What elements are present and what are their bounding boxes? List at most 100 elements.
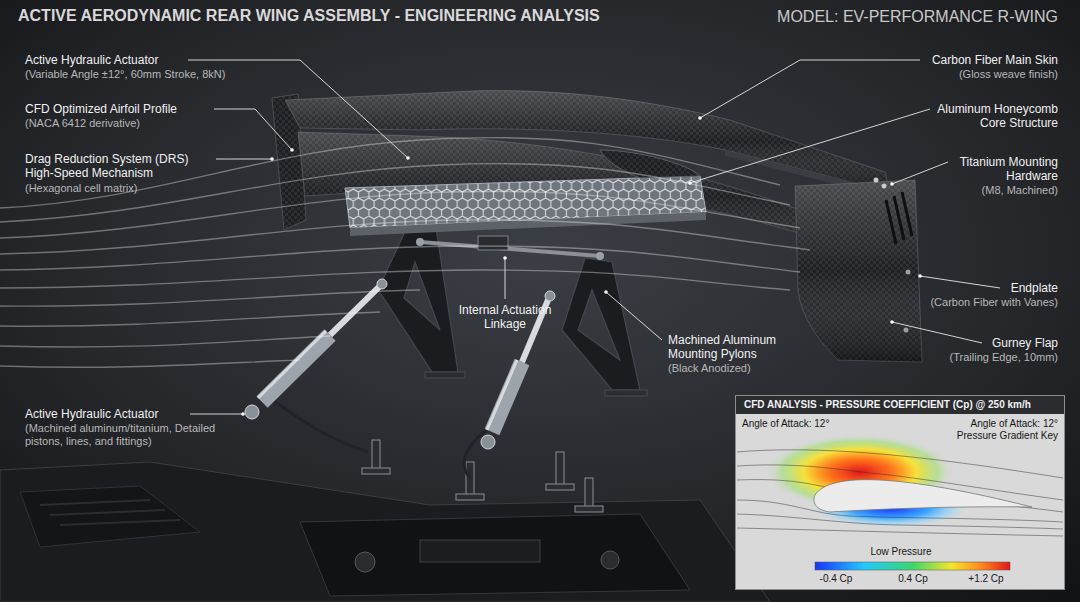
rear-wing xyxy=(285,91,890,192)
callout-detail: (Black Anodized) xyxy=(668,362,751,375)
mounting-pylon xyxy=(425,372,465,378)
leader-line xyxy=(606,292,662,340)
leader-line xyxy=(190,414,243,415)
actuation-linkage xyxy=(478,236,508,250)
mounting-studs xyxy=(556,452,564,486)
mounting-studs xyxy=(362,440,603,512)
mounting-studs xyxy=(456,494,484,500)
rear-wing xyxy=(350,212,706,236)
car-body xyxy=(20,486,200,547)
callout-title: Active Hydraulic Actuator xyxy=(25,53,158,67)
leader-line xyxy=(188,60,1000,414)
callout-title: Aluminum Honeycomb Core Structure xyxy=(930,102,1058,130)
mounting-studs xyxy=(585,478,593,508)
leader-dot xyxy=(688,181,692,185)
leader-dot xyxy=(698,116,702,120)
callout-title: Gurney Flap xyxy=(992,336,1058,350)
callout-title: CFD Optimized Airfoil Profile xyxy=(25,102,177,116)
cfd-plot xyxy=(737,450,1063,478)
callout-detail: (Hexagonal cell matrix) xyxy=(25,182,137,195)
airflow-streamline xyxy=(0,220,810,254)
callout-title: Active Hydraulic Actuator xyxy=(25,407,158,421)
cfd-plot xyxy=(735,395,1065,414)
rear-wing xyxy=(882,184,887,189)
callout-detail: (Variable Angle ±12°, 60mm Stroke, 8kN) xyxy=(25,68,225,81)
page-title: ACTIVE AERODYNAMIC REAR WING ASSEMBLY - … xyxy=(18,6,600,25)
callout-detail: (Trailing Edge, 10mm) xyxy=(950,351,1058,364)
airflow-streamline xyxy=(0,137,810,367)
leader-dot xyxy=(890,320,894,324)
callout-detail: (Machined aluminum/titanium, Detailed pi… xyxy=(25,422,240,448)
leader-line xyxy=(920,276,1000,288)
mounting-pylon xyxy=(605,390,647,396)
callout-detail: (M8, Machined) xyxy=(982,184,1058,197)
leader-dot xyxy=(270,157,274,161)
airflow-streamline xyxy=(0,360,300,367)
rear-wing xyxy=(795,180,922,362)
leader-line xyxy=(700,60,920,118)
leader-dot xyxy=(406,156,410,160)
hydraulic-actuator xyxy=(545,291,555,301)
leader-line xyxy=(892,162,948,184)
mounting-studs xyxy=(466,462,474,496)
actuation-linkage xyxy=(420,242,600,256)
model-label: MODEL: EV-PERFORMANCE R-WING xyxy=(777,7,1058,26)
actuation-linkage xyxy=(416,238,424,246)
cfd-plot xyxy=(815,562,1010,570)
callout-title: Titanium Mounting Hardware xyxy=(948,155,1058,183)
hydraulic-actuator xyxy=(270,398,368,452)
rear-wing xyxy=(874,178,879,183)
scale-value: -0.4 Cp xyxy=(820,573,853,585)
actuation-linkage xyxy=(596,252,604,260)
car-body xyxy=(0,462,770,602)
hydraulic-actuator xyxy=(487,360,517,430)
callout-title: Machined Aluminum Mounting Pylons xyxy=(668,333,793,361)
callout-detail: (Gloss weave finish) xyxy=(959,68,1058,81)
airflow-streamline xyxy=(0,336,330,347)
leader-line xyxy=(214,109,292,150)
cfd-plot xyxy=(737,528,1063,536)
hydraulic-actuator xyxy=(258,331,326,398)
rear-wing xyxy=(904,328,909,333)
car-body xyxy=(0,462,770,602)
car-body xyxy=(420,540,540,562)
leader-dot xyxy=(890,182,894,186)
callout-title: Endplate xyxy=(1011,281,1058,295)
airflow-streamline xyxy=(0,246,800,272)
airflow-streamline xyxy=(0,191,800,238)
airflow-streamline xyxy=(0,137,780,208)
rear-wing xyxy=(886,192,912,244)
cfd-plot xyxy=(735,395,1065,590)
hydraulic-actuator xyxy=(377,279,387,289)
hydraulic-actuator xyxy=(262,335,330,402)
leader-dot xyxy=(604,290,608,294)
panel-note: Angle of Attack: 12° xyxy=(742,418,829,430)
panel-heading: CFD ANALYSIS - PRESSURE COEFFICIENT (Cp)… xyxy=(744,399,1031,411)
car-body xyxy=(355,552,375,572)
airflow-streamline xyxy=(0,312,380,326)
hydraulic-actuator xyxy=(481,435,495,449)
leader-dot xyxy=(503,256,507,260)
mounting-studs xyxy=(362,468,390,474)
rear-wing xyxy=(906,270,911,275)
scale-value: +1.2 Cp xyxy=(968,573,1003,585)
leader-line xyxy=(690,109,930,183)
rear-wing xyxy=(285,91,890,192)
rear-wing xyxy=(272,91,922,362)
callout-detail: (NACA 6412 derivative) xyxy=(25,117,140,130)
callout-title: Carbon Fiber Main Skin xyxy=(932,53,1058,67)
mounting-studs xyxy=(546,484,574,490)
cfd-plot xyxy=(814,480,1032,512)
leader-dot xyxy=(241,412,245,416)
scale-value: 0.4 Cp xyxy=(898,573,927,585)
callout-title: Drag Reduction System (DRS) High-Speed M… xyxy=(25,152,210,180)
cfd-panel: CFD ANALYSIS - PRESSURE COEFFICIENT (Cp)… xyxy=(735,395,1065,590)
airflow-streamline xyxy=(0,290,420,306)
cfd-plot xyxy=(735,414,1065,590)
leader-line xyxy=(892,322,982,343)
hydraulic-actuator xyxy=(492,362,522,432)
